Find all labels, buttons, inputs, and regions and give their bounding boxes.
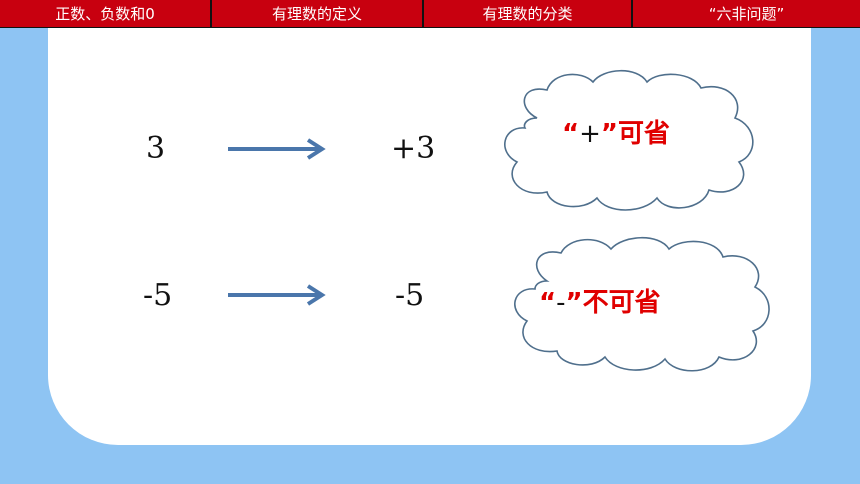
cloud1-label: “+”可省	[562, 121, 670, 147]
tab-rational-definition[interactable]: 有理数的定义	[212, 0, 424, 27]
cloud1-text: 可省	[617, 119, 670, 149]
row1-right-number: +3	[391, 131, 436, 166]
tab-positive-negative-zero[interactable]: 正数、负数和0	[0, 0, 212, 27]
row2-right-number: -5	[395, 278, 425, 313]
tab-bar: 正数、负数和0 有理数的定义 有理数的分类 “六非问题”	[0, 0, 860, 28]
tab-six-non-problems[interactable]: “六非问题”	[633, 0, 860, 27]
close-quote: ”	[565, 288, 583, 318]
thought-cloud-shape	[504, 70, 754, 211]
minus-sign: -	[556, 288, 566, 318]
plus-sign: +	[579, 119, 601, 149]
close-quote: ”	[600, 119, 618, 149]
open-quote: “	[562, 119, 580, 149]
row2-left-number: -5	[143, 278, 173, 313]
tab-rational-classification[interactable]: 有理数的分类	[424, 0, 633, 27]
row1-left-number: 3	[146, 131, 166, 166]
cloud2-text: 不可省	[582, 288, 661, 318]
thought-cloud-shape	[514, 237, 770, 372]
cloud2-label: “-”不可省	[539, 290, 661, 316]
right-arrow-icon	[228, 284, 326, 306]
right-arrow-icon	[228, 138, 326, 160]
open-quote: “	[539, 288, 557, 318]
